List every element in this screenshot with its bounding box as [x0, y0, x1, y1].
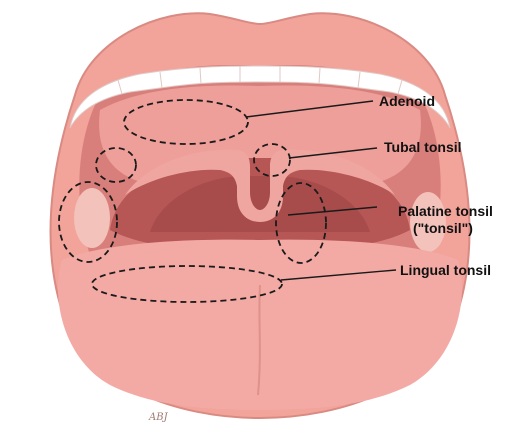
adenoid-label: Adenoid: [379, 93, 435, 109]
palatine-tonsil-label: Palatine tonsil: [398, 203, 493, 219]
left-palatine-tissue: [74, 188, 110, 248]
palatine-tonsil-sublabel: ("tonsil"): [413, 220, 473, 236]
tubal-tonsil-label: Tubal tonsil: [384, 139, 462, 155]
lingual-tonsil-label: Lingual tonsil: [400, 262, 491, 278]
artist-signature: ABJ: [148, 412, 169, 423]
